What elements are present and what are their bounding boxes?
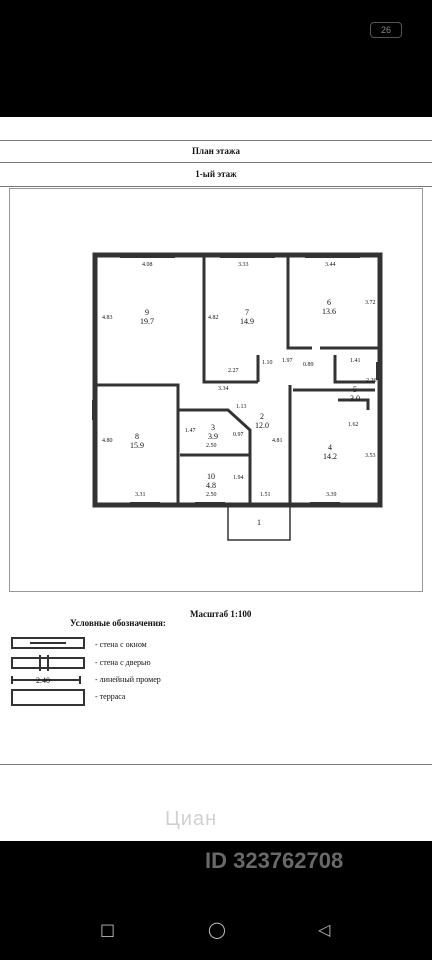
terrace bbox=[227, 504, 291, 541]
legend-sample-measure: 2.40 bbox=[36, 676, 50, 685]
dimension-label: 1.62 bbox=[348, 422, 359, 428]
dimension-label: 3.39 bbox=[326, 492, 337, 498]
legend-title: Условные обозначения: bbox=[70, 618, 166, 628]
dimension-label: 4.80 bbox=[102, 438, 113, 444]
legend-item: - линейный промер bbox=[95, 675, 161, 684]
dimension-label: 3.33 bbox=[238, 262, 249, 268]
divider bbox=[0, 186, 432, 187]
legend-item: - стена с окном bbox=[95, 640, 147, 649]
dimension-label: 3.34 bbox=[218, 386, 229, 392]
dimension-label: 1.97 bbox=[282, 358, 293, 364]
dimension-label: 0.97 bbox=[233, 432, 244, 438]
page-title: План этажа bbox=[192, 146, 240, 156]
back-icon[interactable]: ◁ bbox=[318, 920, 331, 939]
navigation-bar: □ ◯ ◁ bbox=[0, 900, 432, 960]
dimension-label: 4.08 bbox=[142, 262, 153, 268]
divider bbox=[0, 140, 432, 141]
home-icon[interactable]: ◯ bbox=[208, 920, 226, 939]
scale-label: Масштаб 1:100 bbox=[190, 609, 252, 619]
dimension-label: 1.47 bbox=[185, 428, 196, 434]
floor-label: 1-ый этаж bbox=[195, 169, 237, 179]
legend-symbols bbox=[11, 637, 85, 706]
plan-frame bbox=[9, 188, 423, 592]
dimension-label: 2.27 bbox=[228, 368, 239, 374]
dimension-label: 3.53 bbox=[365, 453, 376, 459]
legend-item: - терраса bbox=[95, 692, 126, 701]
dimension-label: 0.89 bbox=[303, 362, 314, 368]
dimension-label: 3.44 bbox=[325, 262, 336, 268]
dimension-label: 2.50 bbox=[206, 443, 217, 449]
dimension-label: 1.94 bbox=[233, 475, 244, 481]
divider bbox=[0, 162, 432, 163]
dimension-label: 1.13 bbox=[236, 404, 247, 410]
dimension-label: 3.31 bbox=[135, 492, 146, 498]
watermark-brand: Циан bbox=[165, 808, 218, 830]
dimension-label: 4.82 bbox=[208, 315, 219, 321]
dimension-label: 4.83 bbox=[102, 315, 113, 321]
recents-icon[interactable]: □ bbox=[100, 920, 116, 939]
outer-wall bbox=[92, 252, 383, 508]
dimension-label: 3.72 bbox=[365, 300, 376, 306]
page-counter-badge: 26 bbox=[370, 22, 402, 38]
dimension-label: 4.81 bbox=[272, 438, 283, 444]
listing-id: ID 323762708 bbox=[205, 848, 344, 873]
dimension-label: 1.41 bbox=[350, 358, 361, 364]
floor-plan-sheet bbox=[0, 117, 432, 841]
legend-item: - стена с дверью bbox=[95, 658, 151, 667]
divider bbox=[0, 764, 432, 765]
room-1-terrace: 1 bbox=[257, 518, 261, 527]
dimension-label: 1.51 bbox=[260, 492, 271, 498]
dimension-label: 2.26 bbox=[366, 378, 377, 384]
dimension-label: 2.50 bbox=[206, 492, 217, 498]
dimension-label: 1.10 bbox=[262, 360, 273, 366]
